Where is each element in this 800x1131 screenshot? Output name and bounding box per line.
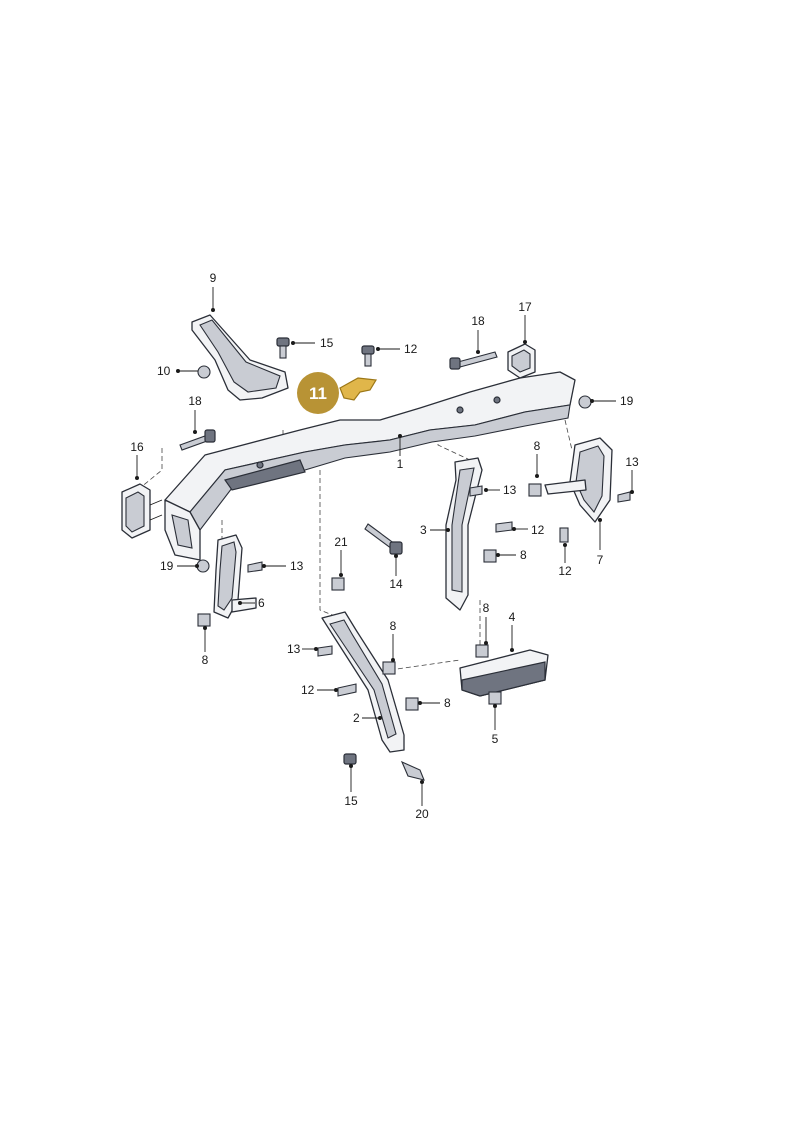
callout-13-mid[interactable]: 13: [503, 483, 517, 497]
part-3-strut: [445, 457, 483, 611]
part-11-label: 11: [309, 384, 327, 403]
callout-9[interactable]: 9: [210, 271, 217, 285]
callout-17[interactable]: 17: [518, 300, 532, 314]
callout-1[interactable]: 1: [397, 457, 404, 471]
callout-8-mid[interactable]: 8: [520, 548, 527, 562]
callout-8-beam[interactable]: 8: [483, 601, 490, 615]
callout-labels: 9 15 12 10 18 18 17 19 1 16 8 13 13 3 12…: [130, 271, 639, 821]
part-6-bracket: [213, 534, 257, 619]
callout-8-strut[interactable]: 8: [390, 619, 397, 633]
callout-12-top[interactable]: 12: [404, 342, 418, 356]
part-16-bracket: [121, 483, 163, 539]
callout-5[interactable]: 5: [492, 732, 499, 746]
callout-10[interactable]: 10: [157, 364, 171, 378]
part-17-bracket: [507, 343, 536, 379]
callout-4[interactable]: 4: [509, 610, 516, 624]
callout-2[interactable]: 2: [353, 711, 360, 725]
callout-12-lower[interactable]: 12: [301, 683, 315, 697]
part-2-strut: [321, 611, 405, 753]
leader-lines: [135, 287, 634, 806]
callout-18-left[interactable]: 18: [188, 394, 202, 408]
part-7-bracket: [544, 437, 613, 523]
callout-3[interactable]: 3: [420, 523, 427, 537]
callout-8-top-right[interactable]: 8: [534, 439, 541, 453]
callout-20[interactable]: 20: [415, 807, 429, 821]
callout-13-left[interactable]: 13: [290, 559, 304, 573]
part-9-bracket: [191, 314, 289, 401]
callout-8-left[interactable]: 8: [202, 653, 209, 667]
callout-15-lower[interactable]: 15: [344, 794, 358, 808]
callout-13-lower[interactable]: 13: [287, 642, 301, 656]
part-11-highlight[interactable]: 11: [297, 372, 377, 414]
callout-16[interactable]: 16: [130, 440, 144, 454]
callout-21[interactable]: 21: [334, 535, 348, 549]
callout-14[interactable]: 14: [389, 577, 403, 591]
callout-15-top[interactable]: 15: [320, 336, 334, 350]
callout-19-left[interactable]: 19: [160, 559, 174, 573]
part-4-beam: [459, 649, 549, 697]
callout-13-far-right[interactable]: 13: [625, 455, 639, 469]
callout-12-mid[interactable]: 12: [531, 523, 545, 537]
callout-6[interactable]: 6: [258, 596, 265, 610]
callout-19-right[interactable]: 19: [620, 394, 634, 408]
callout-18-right[interactable]: 18: [471, 314, 485, 328]
callout-8-bottom[interactable]: 8: [444, 696, 451, 710]
part-11-badge[interactable]: [297, 372, 339, 414]
fasteners: [179, 337, 631, 781]
callout-7[interactable]: 7: [597, 553, 604, 567]
callout-12-lower-right[interactable]: 12: [558, 564, 572, 578]
part-1-cross-member: [164, 371, 576, 561]
